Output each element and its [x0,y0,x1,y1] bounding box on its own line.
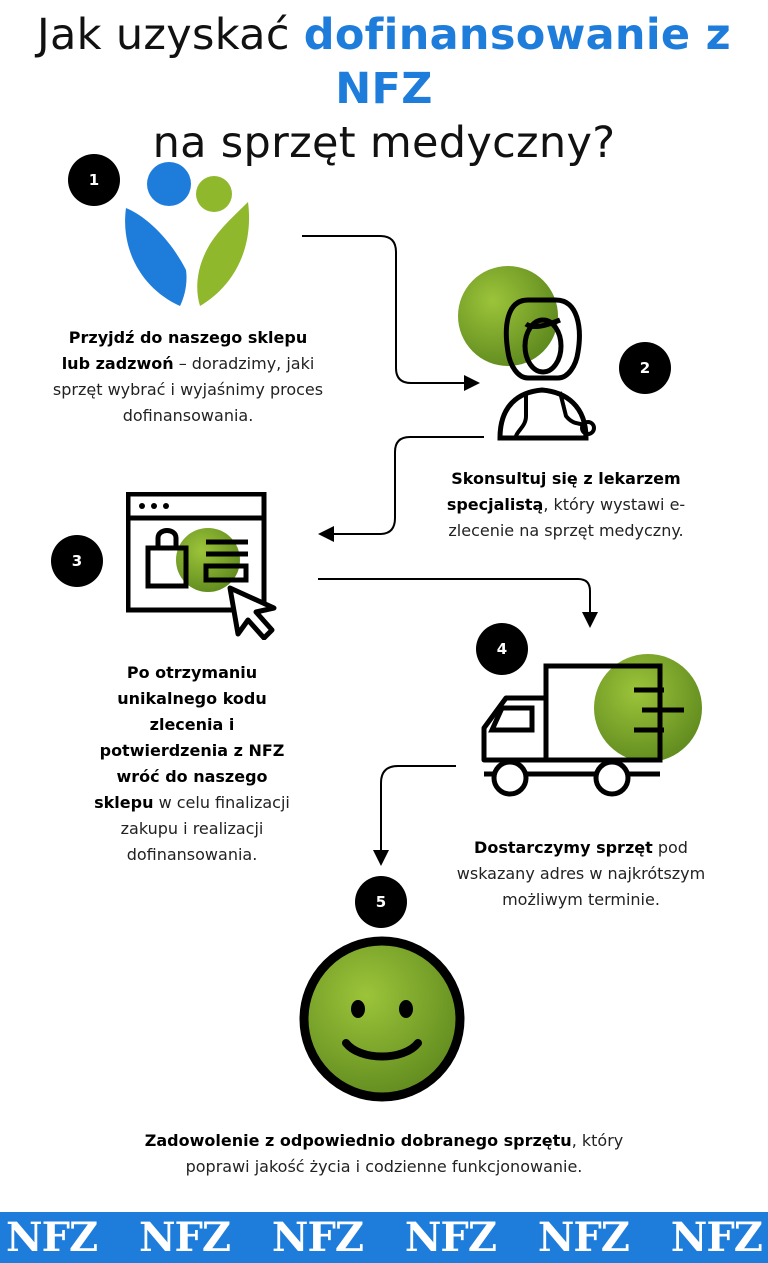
nfz-logo: NFZ [271,1214,364,1261]
nfz-logo: NFZ [670,1214,763,1261]
step-1-badge: 1 [68,154,120,206]
step-3-rest: w celu finalizacji zakupu i realizacji d… [120,793,290,864]
arrow-2-to-3 [318,436,484,542]
title-line2: na sprzęt medyczny? [152,118,616,168]
arrow-3-to-4 [318,578,598,628]
step-3-text: Po otrzymaniu unikalnego kodu zlecenia i… [94,660,290,868]
nfz-logo: NFZ [6,1214,98,1261]
smiley-face-icon [299,936,465,1102]
step-5-text: Zadowolenie z odpowiednio dobranego sprz… [120,1128,648,1180]
arrow-1-to-2 [302,235,480,391]
step-2-rest: , który wystawi e-zlecenie na sprzęt med… [448,495,686,540]
step-1-bold: Przyjdź do naszego sklepu lub zadzwoń [61,328,308,373]
step-5-bold: Zadowolenie z odpowiednio dobranego sprz… [144,1131,572,1150]
people-logo-icon [125,162,250,306]
title-highlight: dofinansowanie z NFZ [303,10,731,114]
title-prefix: Jak uzyskać [37,10,304,60]
step-1-text: Przyjdź do naszego sklepu lub zadzwoń – … [52,325,324,429]
nfz-logo: NFZ [537,1214,630,1261]
nfz-logo: NFZ [404,1214,497,1261]
step-4-bold: Dostarczymy sprzęt [474,838,653,857]
step-4-text: Dostarczymy sprzęt pod wskazany adres w … [440,835,722,913]
step-2-bold: Skonsultuj się z lekarzem specjalistą [446,469,681,514]
doctor-icon [458,266,596,441]
step-3-bold: Po otrzymaniu unikalnego kodu zlecenia i… [94,663,285,812]
step-2-badge: 2 [619,342,671,394]
page-title: Jak uzyskać dofinansowanie z NFZ na sprz… [0,8,768,170]
step-5-badge: 5 [355,876,407,928]
step-4-badge: 4 [476,623,528,675]
footer-banner: NFZ NFZ NFZ NFZ NFZ NFZ [0,1212,768,1263]
step-1-rest: – doradzimy, jaki sprzęt wybrać i wyjaśn… [52,354,324,425]
arrow-4-to-5 [373,765,456,866]
step-5-rest: , który poprawi jakość życia i codzienne… [185,1131,624,1176]
step-2-text: Skonsultuj się z lekarzem specjalistą, k… [418,466,714,544]
step-3-badge: 3 [51,535,103,587]
delivery-truck-icon [481,654,702,797]
shopping-page-icon [126,492,277,640]
nfz-logo: NFZ [138,1214,231,1261]
step-4-rest: pod wskazany adres w najkrótszym możliwy… [456,838,706,909]
